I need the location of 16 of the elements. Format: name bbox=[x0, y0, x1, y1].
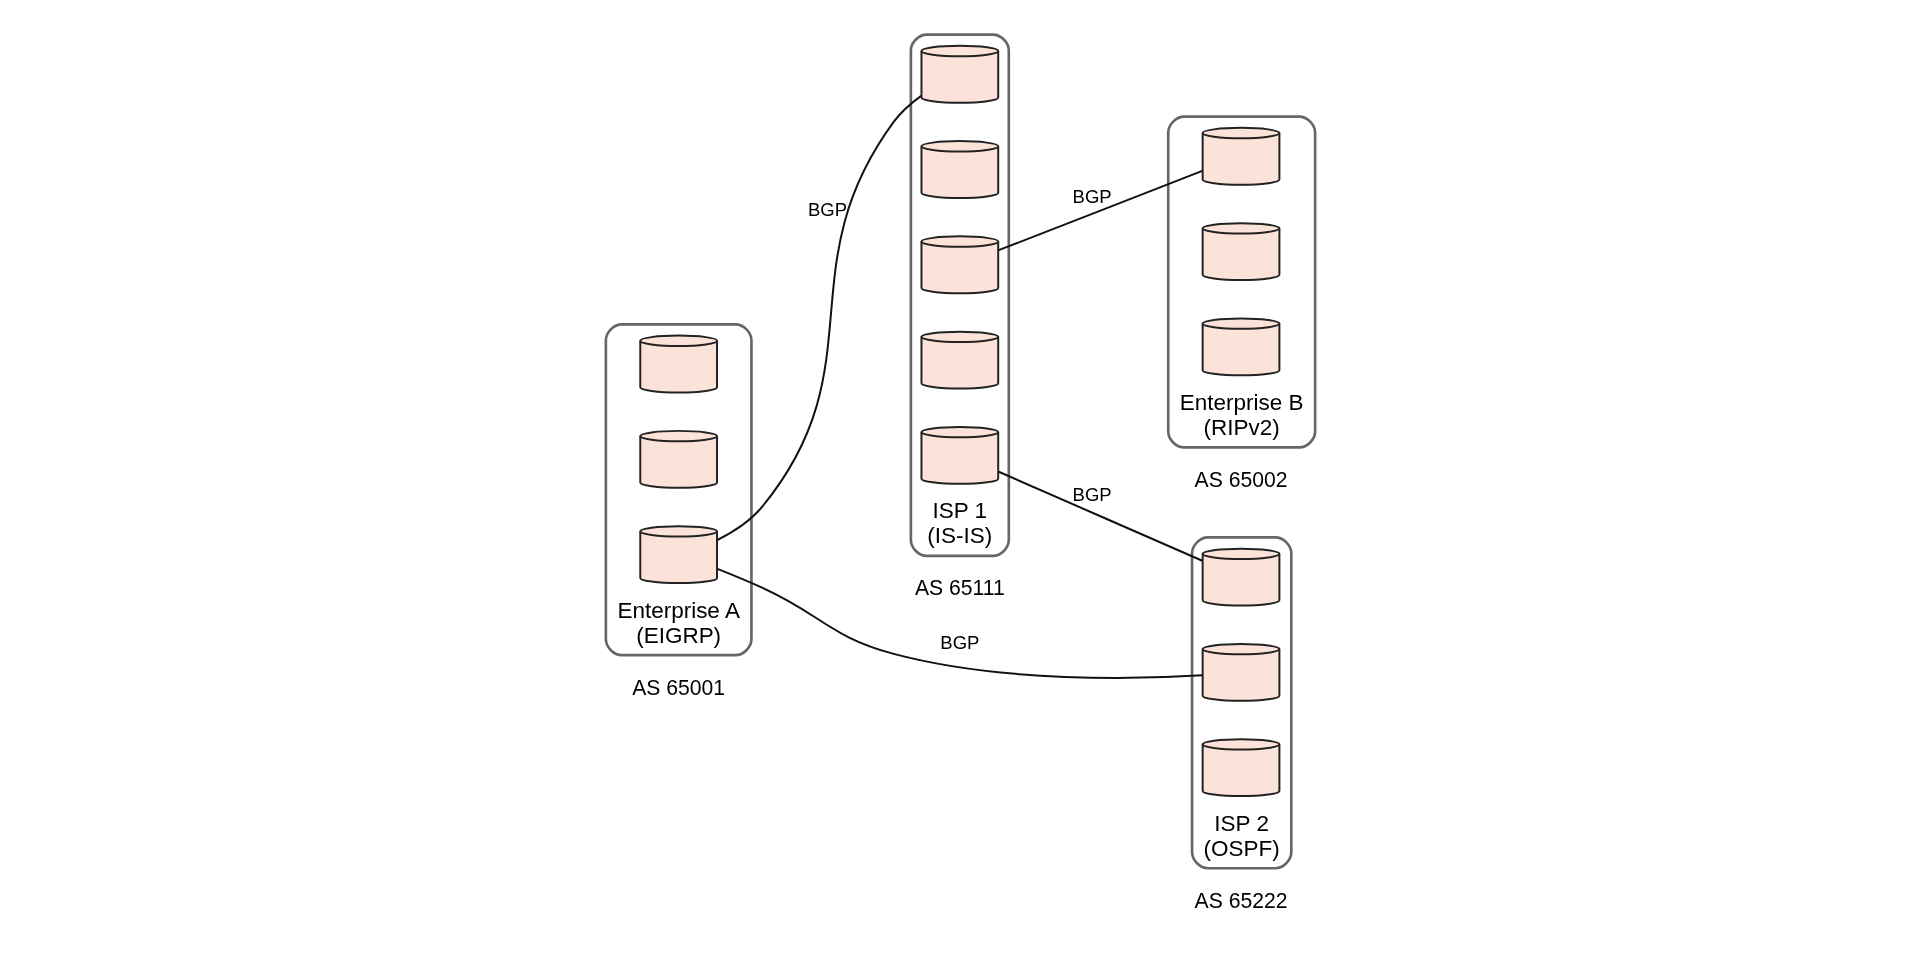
connector bbox=[997, 169, 1204, 252]
connector bbox=[716, 567, 1204, 679]
node-label: AS 65222 bbox=[1194, 888, 1288, 912]
cluster: Enterprise A (EIGRP) bbox=[604, 323, 753, 657]
edge-label: BGP bbox=[1072, 185, 1112, 207]
cluster: ISP 1 (IS-IS) bbox=[909, 33, 1011, 558]
edge-label: BGP bbox=[940, 631, 980, 653]
node-label: AS 65001 bbox=[632, 675, 726, 699]
cluster: Enterprise B (RIPv2) bbox=[1166, 115, 1317, 449]
node-label: AS 65111 bbox=[914, 576, 1005, 600]
cluster: ISP 2 (OSPF) bbox=[1190, 536, 1293, 870]
node-label: AS 65002 bbox=[1194, 467, 1288, 491]
connector bbox=[997, 470, 1204, 562]
connector bbox=[716, 94, 923, 542]
edge-label: BGP bbox=[1072, 483, 1112, 505]
edge-label: BGP bbox=[807, 199, 848, 221]
